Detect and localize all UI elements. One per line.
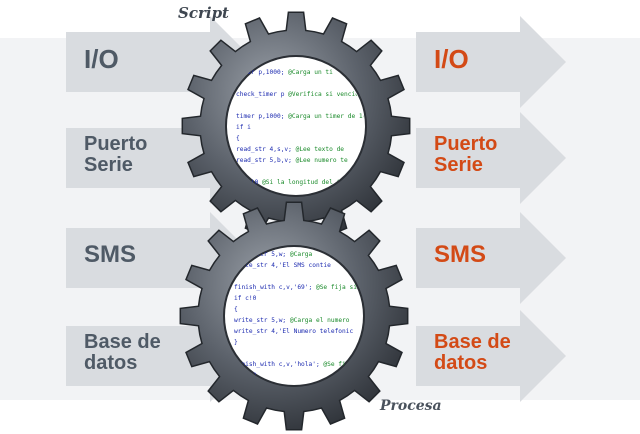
gear-icon xyxy=(179,201,409,431)
gear-window xyxy=(225,55,367,197)
code-line: write_str 4,'El Numero telefonic xyxy=(234,328,354,335)
input-label-io: I/O xyxy=(84,44,119,74)
code-line: check_timer p @Verifica si vencio e xyxy=(236,91,367,98)
script-label: Script xyxy=(178,4,229,22)
code-line: if i xyxy=(236,124,251,131)
code-line: finish_with c,v,'69'; @Se fija si e xyxy=(234,284,365,291)
gear-window xyxy=(223,245,365,387)
arrow-shape xyxy=(416,112,566,204)
procesa-label: Procesa xyxy=(380,398,442,414)
code-line: timer p,1000; @Carga un timer de 10 xyxy=(236,113,367,120)
output-label-io: I/O xyxy=(434,44,469,74)
output-label-sms: SMS xyxy=(434,241,487,268)
script-code-top: starttimer p,1000; @Carga un ti check_ti… xyxy=(236,56,367,196)
gear-icon xyxy=(181,11,411,241)
code-line: { xyxy=(234,306,238,313)
code-line: if c!0 xyxy=(234,295,257,302)
code-line: { xyxy=(236,135,240,142)
code-line xyxy=(234,271,364,282)
code-line: write_str 4,'El SMS contie xyxy=(234,262,331,269)
output-arrow-io: I/O xyxy=(416,16,566,108)
arrow-shape xyxy=(416,310,566,402)
code-line: read_str 5,b,v; @Lee numero te xyxy=(236,157,348,164)
output-arrow-sms: SMS xyxy=(416,212,566,304)
arrow-shape xyxy=(416,16,566,108)
code-line: read_str 4,s,v; @Lee texto de xyxy=(236,146,345,153)
code-line xyxy=(236,100,364,111)
code-line: write_str 5,w; @Carga el numero xyxy=(234,317,350,324)
input-label-sms: SMS xyxy=(84,241,137,268)
arrow-shape xyxy=(416,212,566,304)
code-line: } xyxy=(234,339,238,346)
code-line xyxy=(234,348,364,359)
